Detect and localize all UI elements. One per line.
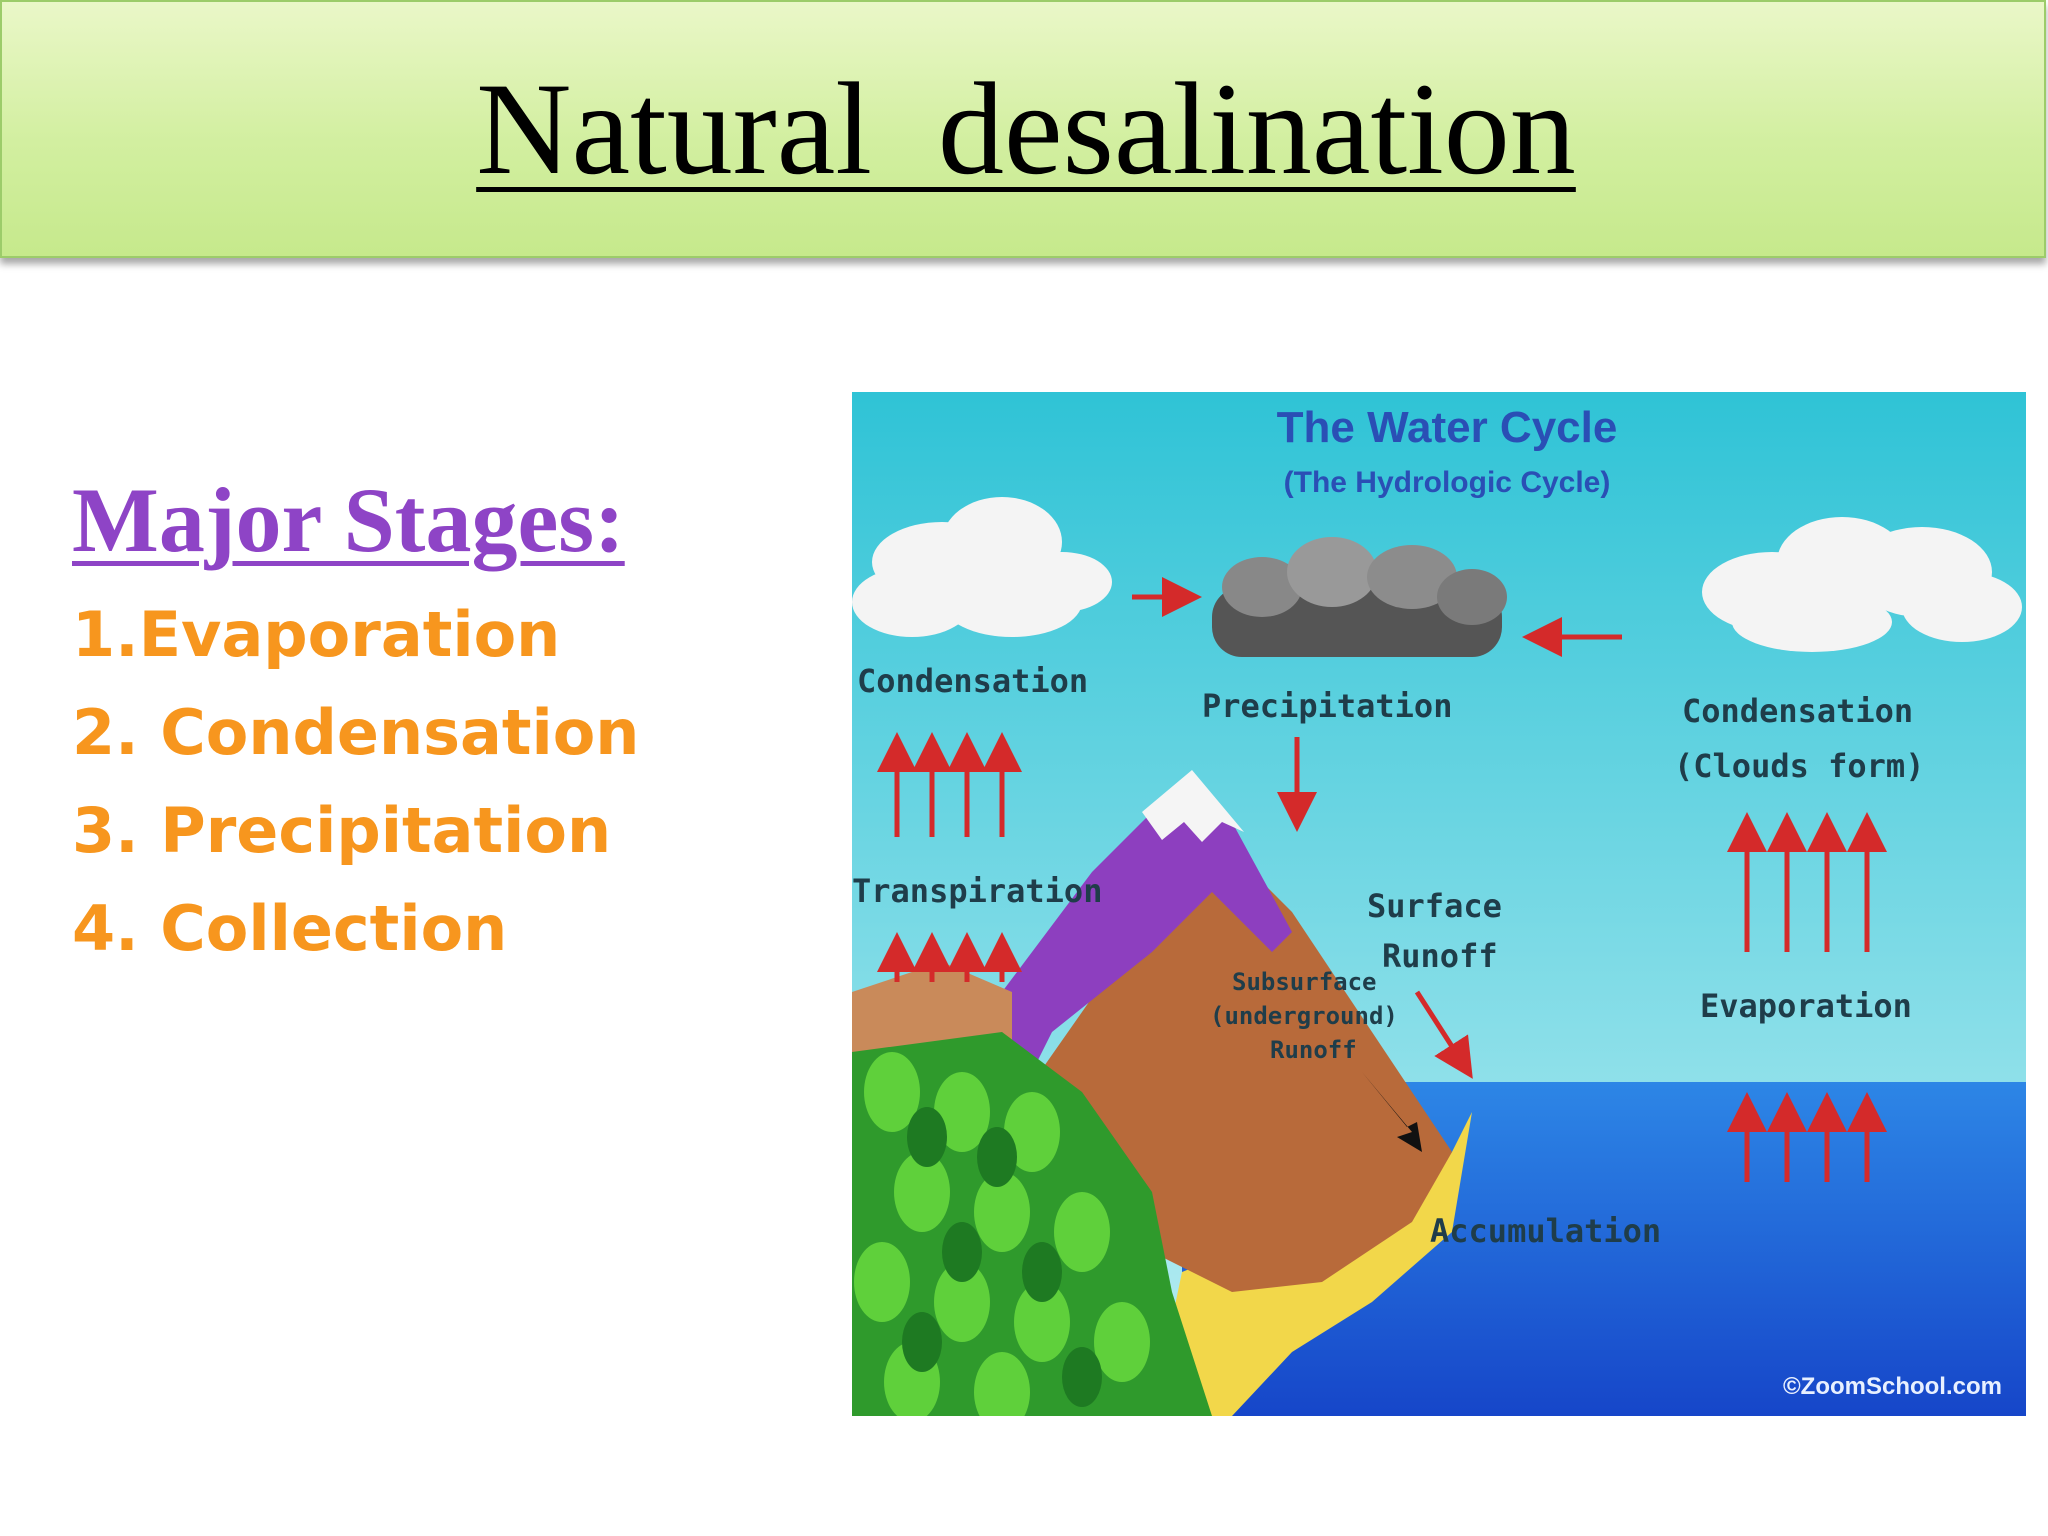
subsurface-arrow (1362, 1072, 1422, 1152)
label-precipitation: Precipitation (1202, 687, 1452, 725)
stages-heading: Major Stages: (72, 469, 625, 571)
label-transpiration: Transpiration (852, 872, 1102, 910)
title-banner: Natural desalination (0, 0, 2046, 258)
forest (852, 1032, 1212, 1416)
slide-title: Natural desalination (476, 55, 1576, 202)
stage-item: 1.Evaporation (72, 598, 561, 671)
label-subsurface-1: Subsurface (1232, 968, 1377, 996)
diagram-subtitle: (The Hydrologic Cycle) (1284, 466, 1611, 499)
label-evaporation: Evaporation (1700, 987, 1912, 1025)
cloud-left (852, 497, 1112, 637)
label-condensation-right: Condensation (1682, 692, 1913, 730)
label-subsurface-2: (underground) (1210, 1002, 1398, 1030)
label-clouds-form: (Clouds form) (1674, 747, 1924, 785)
rain-cloud (1212, 537, 1507, 657)
label-condensation-left: Condensation (857, 662, 1088, 700)
flow-arrows (877, 577, 1887, 1182)
label-credit: ©ZoomSchool.com (1783, 1373, 2002, 1400)
diagram-title: The Water Cycle (1277, 403, 1618, 452)
label-surface: Surface (1367, 887, 1502, 925)
label-subsurface-3: Runoff (1270, 1036, 1357, 1064)
label-runoff: Runoff (1382, 937, 1498, 975)
label-accumulation: Accumulation (1430, 1212, 1661, 1250)
mountain (972, 772, 1292, 1112)
stage-list: 1.Evaporation 2. Condensation 3. Precipi… (72, 595, 639, 987)
snow-cap (1142, 770, 1244, 842)
stage-item: 4. Collection (72, 892, 508, 965)
cloud-right (1702, 517, 2022, 652)
water-cycle-diagram: The Water Cycle (The Hydrologic Cycle) C… (852, 392, 2026, 1416)
stage-item: 3. Precipitation (72, 794, 612, 867)
stage-item: 2. Condensation (72, 696, 640, 769)
